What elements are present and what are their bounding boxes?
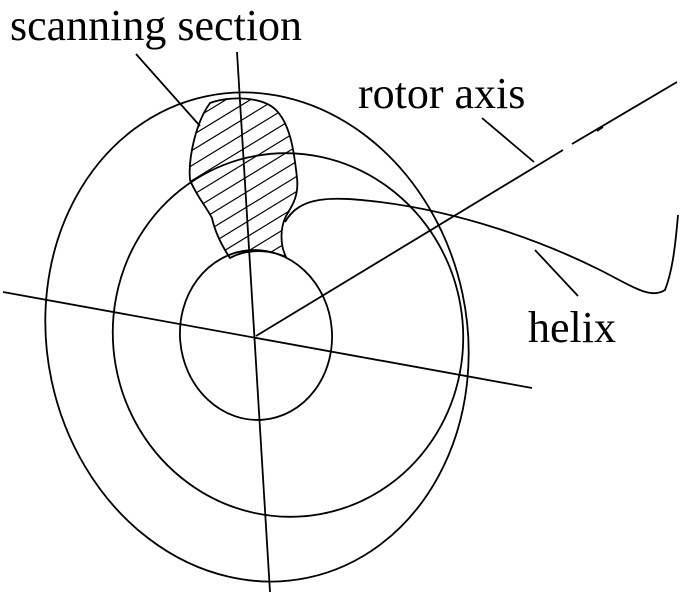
rotor-axis-line: [255, 149, 564, 337]
helix-label: helix: [528, 303, 616, 352]
vertical-axis-line: [236, 51, 271, 593]
rotor-axis-dash: [596, 126, 604, 132]
middle-ellipse: [111, 152, 465, 518]
rotor-axis-leader: [481, 117, 535, 163]
rotor-axis-label: rotor axis: [358, 69, 526, 118]
scanning-section-hatching: [189, 98, 298, 258]
scanning-section-leader: [135, 53, 201, 127]
rotor-axis-extension: [571, 81, 678, 145]
outer-ellipse: [44, 91, 470, 583]
scanning-section-outline: [188, 97, 299, 260]
helix-leader: [534, 249, 579, 297]
horizontal-axis-line: [2, 291, 533, 389]
scanning-section-label: scanning section: [10, 1, 303, 50]
helix-curve: [284, 197, 679, 295]
